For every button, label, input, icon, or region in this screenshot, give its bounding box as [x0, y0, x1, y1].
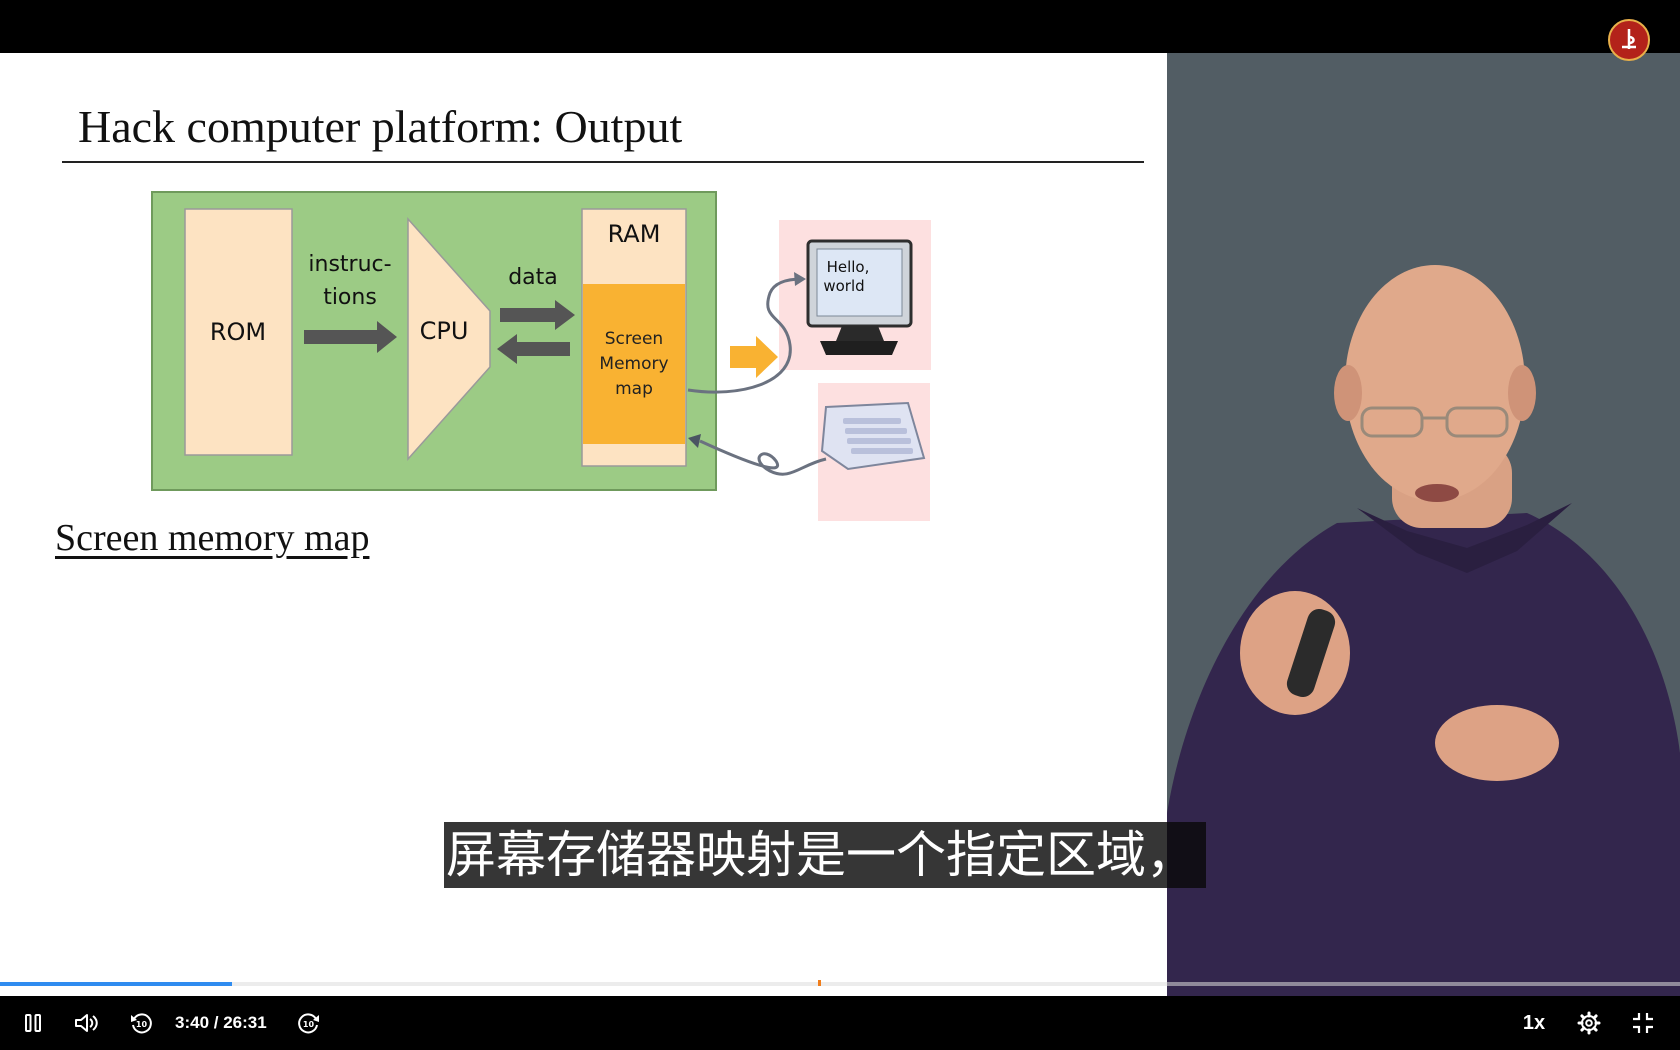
speaker-figure: [1167, 265, 1680, 997]
cpu-label: CPU: [420, 317, 469, 345]
slide-subtitle: Screen memory map: [55, 517, 370, 559]
data-label: data: [508, 265, 558, 290]
data-arrow-left: [497, 334, 570, 364]
monitor-screen: [816, 248, 903, 317]
pause-icon: [25, 1014, 41, 1032]
pause-button[interactable]: [18, 996, 48, 1050]
settings-button[interactable]: [1572, 996, 1606, 1050]
screen-memory-map-block: [583, 284, 685, 444]
rewind-10-button[interactable]: 10: [124, 996, 158, 1050]
time-separator: /: [209, 1013, 224, 1032]
monitor-base: [820, 341, 898, 355]
university-logo-icon: [1608, 19, 1650, 61]
speaker-hand-right: [1435, 705, 1559, 781]
playback-speed-button[interactable]: 1x: [1514, 996, 1554, 1050]
speaker-collar: [1357, 503, 1572, 573]
keyboard-cable-arrowhead: [688, 434, 701, 448]
speaker-ear-left: [1334, 365, 1362, 421]
subtitle-caption: 屏幕存储器映射是一个指定区域，: [444, 822, 1206, 888]
screen-map-label-3: map: [615, 379, 653, 399]
playback-speed-label: 1x: [1522, 1011, 1546, 1034]
volume-button[interactable]: [68, 996, 104, 1050]
progress-bar[interactable]: [0, 980, 1680, 986]
monitor-text-1: Hello,: [827, 258, 870, 276]
control-bar: 10 3:40 / 26:31 10 1x: [0, 996, 1680, 1050]
forward-10-button[interactable]: 10: [292, 996, 326, 1050]
chapter-marker[interactable]: [818, 980, 821, 986]
monitor-stand: [836, 326, 884, 341]
svg-text:10: 10: [136, 1020, 148, 1029]
hack-platform-diagram: ROM instruc- tions CPU data RAM Screen M…: [151, 191, 931, 521]
speaker-hand-left: [1240, 591, 1350, 715]
screen-map-label-1: Screen: [605, 329, 663, 349]
screen-map-label-2: Memory: [599, 354, 668, 374]
slide-title: Hack computer platform: Output: [78, 101, 683, 152]
cpu-chip: [407, 217, 491, 461]
speaker-torso: [1167, 513, 1680, 997]
speaker-video: [1167, 53, 1680, 997]
speaker-ear-right: [1508, 365, 1536, 421]
keyboard-cable: [699, 439, 827, 476]
presenter-clicker: [1286, 608, 1336, 698]
monitor-cable-arrowhead: [794, 272, 806, 286]
data-arrow-right: [500, 300, 575, 330]
ram-label: RAM: [608, 220, 661, 248]
keyboard-body: [820, 401, 926, 471]
instructions-label-2: tions: [323, 285, 377, 310]
exit-fullscreen-icon: [1633, 1013, 1653, 1033]
exit-fullscreen-button[interactable]: [1626, 996, 1660, 1050]
current-time: 3:40: [175, 1013, 210, 1032]
forward-10-icon: 10: [298, 1013, 319, 1034]
title-underline: [62, 161, 1144, 163]
monitor-cable: [687, 277, 803, 394]
instructions-label-1: instruc-: [308, 252, 391, 277]
volume-icon: [75, 1014, 98, 1032]
gear-icon: [1577, 1011, 1601, 1035]
speaker-glasses: [1360, 406, 1509, 438]
video-frame[interactable]: Hack computer platform: Output ROM instr…: [0, 53, 1680, 997]
svg-text:10: 10: [303, 1020, 315, 1029]
time-display: 3:40 / 26:31: [175, 996, 267, 1050]
rom-chip: [184, 208, 293, 456]
keyboard-keys: [843, 418, 913, 454]
rewind-10-icon: 10: [131, 1013, 152, 1034]
speaker-head: [1345, 265, 1525, 501]
progress-bar-fill: [0, 982, 233, 986]
speaker-mouth: [1415, 484, 1459, 502]
rom-label: ROM: [210, 318, 266, 346]
monitor-text-2: world: [823, 277, 864, 295]
instructions-arrow: [304, 321, 397, 353]
output-arrow: [730, 336, 778, 378]
total-duration: 26:31: [223, 1013, 267, 1032]
